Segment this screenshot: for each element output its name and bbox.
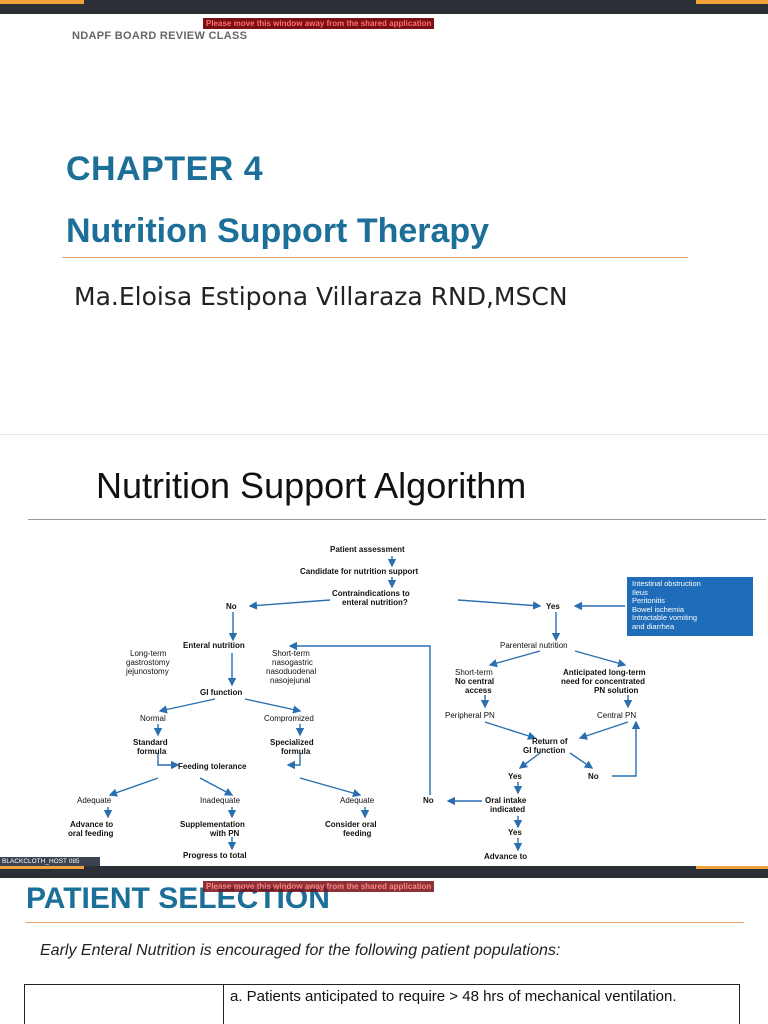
node-feeding-tolerance: Feeding tolerance: [178, 762, 247, 771]
node-enteral-nutrition: Enteral nutrition: [183, 641, 245, 650]
author-name: Ma.Eloisa Estipona Villaraza RND,MSCN: [74, 282, 568, 311]
node-no: No: [226, 602, 237, 611]
node-adequate-left: Adequate: [77, 796, 112, 805]
contraindication-item: Intestinal obstruction: [632, 579, 701, 588]
node-pn-short-2: No central: [455, 677, 495, 686]
node-advance-oral-2: oral feeding: [68, 829, 114, 838]
node-contraindications-2: enteral nutrition?: [342, 598, 408, 607]
slide-nutrition-algorithm: Nutrition Support Algorithm: [0, 434, 768, 867]
chapter-subtitle: Nutrition Support Therapy: [66, 212, 490, 250]
board-review-header: NDAPF BOARD REVIEW CLASS: [72, 30, 248, 42]
node-consider-oral-1: Consider oral: [325, 820, 377, 829]
node-progress-total: Progress to total: [183, 851, 247, 860]
node-central-pn: Central PN: [597, 711, 637, 720]
node-pn-long-1: Anticipated long-term: [563, 668, 646, 677]
contraindication-item: Intractable vomiting: [632, 613, 698, 622]
node-oral-intake-1: Oral intake: [485, 796, 527, 805]
contraindication-item: Peritonitis: [632, 596, 665, 605]
share-bar-accent-right: [696, 866, 768, 869]
node-advance-oral-1: Advance to: [70, 820, 114, 829]
host-label: BLACKCLOTH_HOST 085: [0, 857, 100, 867]
node-parenteral-nutrition: Parenteral nutrition: [500, 641, 568, 650]
screen-share-bar-lower[interactable]: [0, 866, 768, 878]
node-supplementation-2: with PN: [210, 829, 240, 838]
patient-population-table: a. Patients anticipated to require > 48 …: [24, 984, 740, 1024]
node-patient-assessment: Patient assessment: [330, 545, 405, 554]
node-short-term-4: nasojejunal: [270, 676, 311, 685]
share-bar-accent-left: [0, 0, 84, 4]
node-pn-long-3: PN solution: [594, 686, 639, 695]
node-pn-long-2: need for concentrated: [561, 677, 646, 686]
node-standard-1: Standard: [133, 738, 168, 747]
screen-share-bar[interactable]: [0, 0, 768, 14]
node-yes-3: Yes: [508, 828, 522, 837]
node-specialized-1: Specialized: [270, 738, 314, 747]
share-warning-banner: Please move this window away from the sh…: [203, 18, 435, 29]
contraindication-item: and diarrhea: [632, 621, 675, 631]
selection-intro-text: Early Enteral Nutrition is encouraged fo…: [40, 942, 561, 959]
node-no-3: No: [423, 796, 434, 805]
node-gi-function: GI function: [200, 688, 243, 697]
node-compromized: Compromized: [264, 714, 314, 723]
node-adequate-right: Adequate: [340, 796, 375, 805]
table-column-divider: [223, 985, 224, 1024]
node-advance-to: Advance to: [484, 852, 528, 861]
share-bar-accent-right: [696, 0, 768, 4]
node-yes: Yes: [546, 602, 560, 611]
contraindication-item: Bowel ischemia: [632, 604, 685, 614]
selection-divider: [26, 922, 744, 923]
table-cell: a. Patients anticipated to require > 48 …: [230, 988, 677, 1005]
node-short-term-2: nasogastric: [272, 658, 313, 667]
node-short-term-1: Short-term: [272, 649, 310, 658]
share-warning-banner: Please move this window away from the sh…: [203, 881, 435, 892]
chapter-title: CHAPTER 4: [66, 150, 264, 188]
node-long-term-2: gastrostomy: [126, 658, 170, 667]
node-no-2: No: [588, 772, 599, 781]
slide-patient-selection: PATIENT SELECTION Please move this windo…: [0, 878, 768, 1024]
node-return-gi-2: GI function: [523, 746, 566, 755]
contraindication-item: Ileus: [632, 587, 648, 597]
node-peripheral-pn: Peripheral PN: [445, 711, 495, 720]
node-long-term-3: jejunostomy: [126, 667, 169, 676]
share-bar-accent-left: [0, 866, 84, 869]
node-contraindications-1: Contraindications to: [332, 589, 410, 598]
algorithm-title-divider: [28, 519, 766, 520]
node-standard-2: formula: [137, 747, 167, 756]
node-normal: Normal: [140, 714, 166, 723]
node-consider-oral-2: feeding: [343, 829, 372, 838]
node-short-term-3: nasoduodenal: [266, 667, 317, 676]
node-candidate: Candidate for nutrition support: [300, 567, 419, 576]
node-return-gi-1: Return of: [532, 737, 568, 746]
algorithm-title: Nutrition Support Algorithm: [96, 465, 527, 506]
contraindications-box: Intestinal obstruction Ileus Peritonitis…: [627, 577, 753, 636]
node-long-term-1: Long-term: [130, 649, 167, 658]
node-yes-2: Yes: [508, 772, 522, 781]
node-inadequate: Inadequate: [200, 796, 241, 805]
flowchart-connectors: [103, 556, 641, 852]
title-divider: [62, 257, 688, 258]
node-specialized-2: formula: [281, 747, 311, 756]
node-oral-intake-2: indicated: [490, 805, 526, 814]
slide-chapter-title: Please move this window away from the sh…: [0, 0, 768, 432]
node-supplementation-1: Supplementation: [180, 820, 245, 829]
node-pn-short-1: Short-term: [455, 668, 493, 677]
node-pn-short-3: access: [465, 686, 492, 695]
